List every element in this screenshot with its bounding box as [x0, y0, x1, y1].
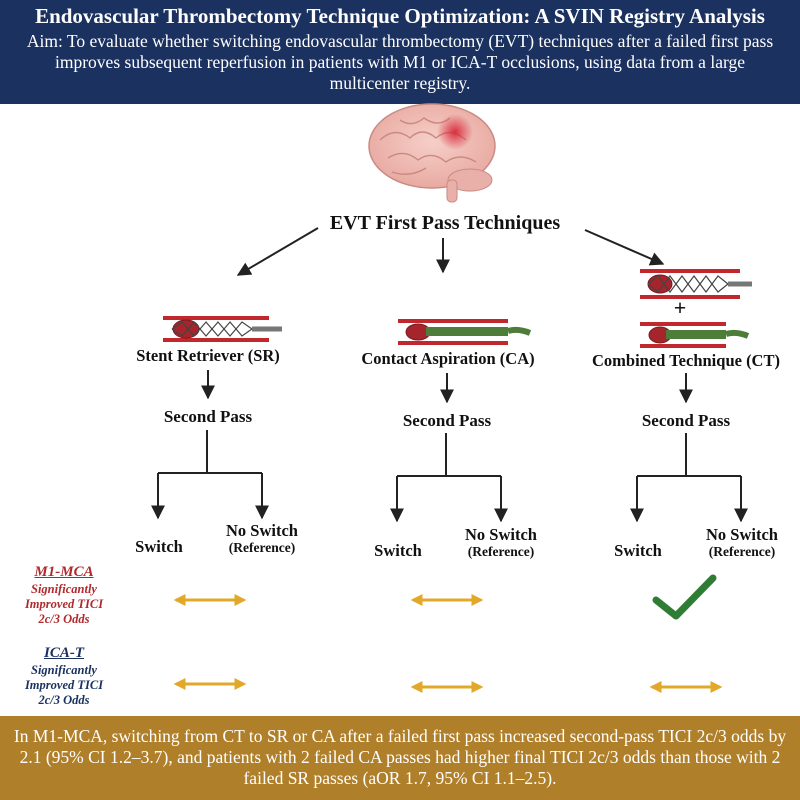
reference-text: (Reference) — [708, 544, 776, 559]
conclusion-banner: In M1-MCA, switching from CT to SR or CA… — [0, 716, 800, 800]
row-text-line: Significantly — [31, 663, 97, 677]
reference-text: (Reference) — [467, 544, 535, 559]
branch-ct — [630, 433, 748, 523]
brain-icon — [368, 103, 496, 203]
page-title: Endovascular Thrombectomy Technique Opti… — [35, 4, 765, 28]
branch-ca — [390, 433, 508, 523]
row-text-line: 2c/3 Odds — [38, 693, 90, 707]
row-title: M1-MCA — [34, 564, 94, 580]
row-text-line: 2c/3 Odds — [38, 612, 90, 626]
aim-text: Aim: To evaluate whether switching endov… — [26, 31, 774, 93]
row-title: ICA-T — [43, 645, 84, 661]
reference-text: (Reference) — [228, 540, 296, 555]
header-banner: Endovascular Thrombectomy Technique Opti… — [0, 0, 800, 104]
row-label-m1-mca: M1-MCA Significantly Improved TICI 2c/3 … — [8, 563, 120, 627]
switch-label-sr: Switch — [135, 537, 183, 556]
branch-sr — [151, 430, 269, 520]
no-switch-label-sr: No Switch (Reference) — [210, 522, 314, 556]
diagram-graphics — [151, 103, 752, 693]
no-switch-text: No Switch — [465, 525, 537, 544]
no-switch-label-ct: No Switch (Reference) — [689, 526, 795, 560]
stent-retriever-icon — [640, 269, 752, 299]
switch-label-ca: Switch — [374, 541, 422, 560]
switch-label-ct: Switch — [614, 541, 662, 560]
no-switch-label-ca: No Switch (Reference) — [449, 526, 553, 560]
aspiration-catheter-icon — [640, 322, 750, 348]
technique-label-sr: Stent Retriever (SR) — [136, 346, 280, 365]
second-pass-label-sr: Second Pass — [163, 407, 253, 426]
checkmark-icon — [652, 574, 717, 620]
row-text-line: Improved TICI — [24, 678, 104, 692]
technique-label-ct: Combined Technique (CT) — [592, 351, 780, 370]
second-pass-label-ca: Second Pass — [402, 411, 492, 430]
stent-retriever-icon — [163, 316, 282, 342]
no-switch-text: No Switch — [226, 521, 298, 540]
root-label: EVT First Pass Techniques — [329, 212, 561, 234]
second-pass-label-ct: Second Pass — [641, 411, 731, 430]
technique-label-ca: Contact Aspiration (CA) — [361, 349, 535, 368]
row-text-line: Improved TICI — [24, 597, 104, 611]
plus-icon: + — [673, 295, 687, 320]
aspiration-catheter-icon — [398, 319, 532, 345]
row-label-ica-t: ICA-T Significantly Improved TICI 2c/3 O… — [8, 644, 120, 708]
conclusion-text: In M1-MCA, switching from CT to SR or CA… — [13, 726, 787, 788]
arrow-root-sr — [236, 227, 319, 276]
row-text-line: Significantly — [31, 582, 97, 596]
arrow-root-ct — [584, 229, 665, 266]
no-switch-text: No Switch — [706, 525, 778, 544]
